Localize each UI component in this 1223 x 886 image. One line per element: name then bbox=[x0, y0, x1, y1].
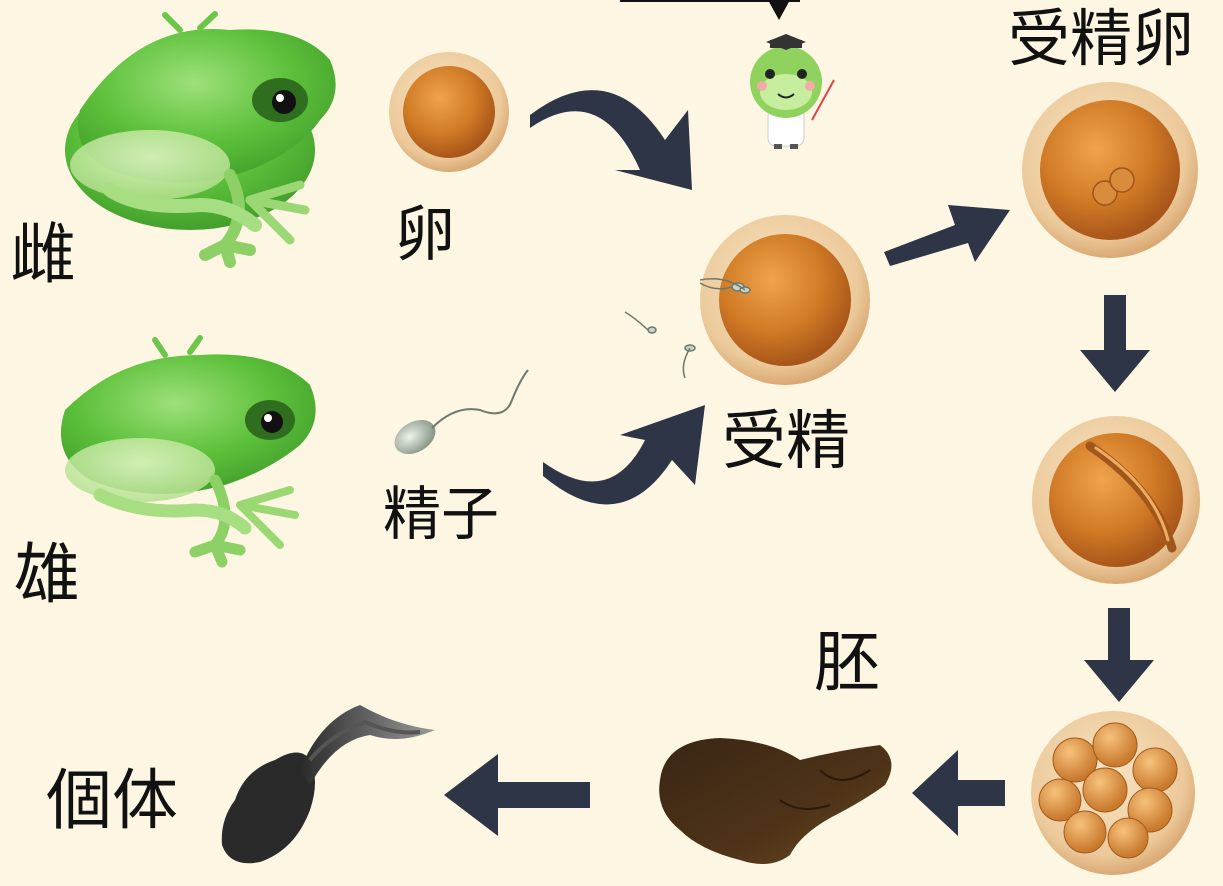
sperm-illustration bbox=[388, 370, 528, 461]
male-frog-illustration bbox=[61, 338, 316, 562]
fertilized-egg-label: 受精卵 bbox=[1008, 8, 1194, 70]
tadpole-illustration bbox=[222, 705, 435, 863]
male-label: 雄 bbox=[14, 542, 80, 608]
multi-cell-stage-illustration bbox=[1031, 711, 1195, 875]
arrow-left-2 bbox=[444, 754, 590, 836]
sperm-label: 精子 bbox=[383, 485, 499, 543]
embryo-label: 胚 bbox=[814, 630, 880, 696]
fertilized-egg-illustration bbox=[1022, 82, 1198, 258]
egg-label: 卵 bbox=[395, 205, 455, 265]
frog-teacher-icon bbox=[750, 34, 834, 149]
female-label: 雌 bbox=[10, 222, 76, 288]
individual-label: 個体 bbox=[46, 768, 178, 834]
arrow-sperm-to-fertilization bbox=[543, 405, 705, 504]
embryo-illustration bbox=[659, 738, 891, 864]
female-frog-illustration bbox=[65, 14, 336, 262]
two-cell-stage-illustration bbox=[1032, 416, 1200, 584]
arrow-down-2 bbox=[1084, 608, 1154, 702]
egg-illustration bbox=[389, 52, 509, 172]
fertilization-illustration bbox=[625, 215, 870, 385]
fertilization-label: 受精 bbox=[722, 410, 850, 474]
arrow-egg-to-fertilization bbox=[530, 90, 692, 190]
arrow-left-1 bbox=[912, 750, 1005, 836]
triangle-down-icon bbox=[768, 0, 790, 20]
arrow-to-fertilized-egg bbox=[884, 205, 1010, 266]
arrow-down-1 bbox=[1080, 295, 1150, 392]
